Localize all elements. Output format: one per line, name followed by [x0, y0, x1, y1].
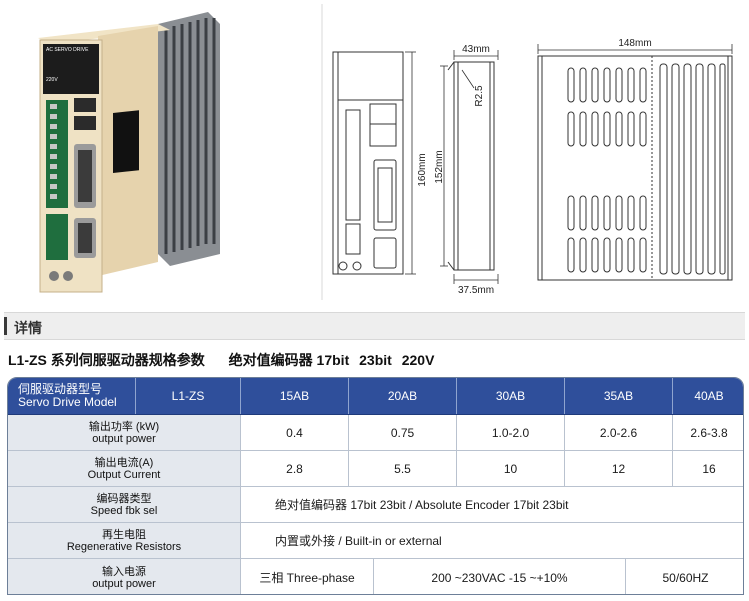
- header-model-30ab: 30AB: [457, 378, 565, 414]
- dim-radius: R2.5: [474, 85, 485, 107]
- dim-depth-bottom: 37.5mm: [458, 285, 494, 296]
- table-row-input-power: 输入电源 output power 三相 Three-phase 200 ~23…: [8, 559, 743, 594]
- voltage-label: 220V: [46, 77, 58, 83]
- dim-height-front: 160mm: [417, 153, 428, 186]
- table-cell: 2.6-3.8: [690, 425, 728, 440]
- front-label: AC SERVO DRIVE: [46, 47, 89, 53]
- header-model-40ab: 40AB: [694, 389, 724, 403]
- table-row-output-current: 输出电流(A) Output Current 2.8 5.5 10 12 16: [8, 451, 743, 487]
- table-cell: 内置或外接 / Built-in or external: [275, 533, 442, 548]
- table-cell: 2.8: [241, 451, 349, 486]
- table-header-row: 伺服驱动器型号 Servo Drive Model L1-ZS 15AB 20A…: [8, 378, 743, 415]
- table-cell: 16: [702, 461, 716, 476]
- table-cell: 1.0-2.0: [457, 415, 565, 450]
- table-cell: 0.75: [349, 415, 457, 450]
- section-title: 详情: [14, 320, 42, 336]
- row-label: 编码器类型 Speed fbk sel: [8, 487, 241, 522]
- section-header-bar: [4, 312, 745, 340]
- dim-length-top: 148mm: [618, 38, 651, 49]
- section-marker: [4, 317, 7, 335]
- row-label: 输出功率 (kW) output power: [8, 415, 241, 450]
- table-cell: 50/60HZ: [662, 570, 709, 585]
- table-cell: 2.0-2.6: [565, 415, 673, 450]
- table-cell: 0.4: [241, 415, 349, 450]
- table-cell: 绝对值编码器 17bit 23bit / Absolute Encoder 17…: [275, 497, 569, 512]
- table-row-output-power: 输出功率 (kW) output power 0.4 0.75 1.0-2.0 …: [8, 415, 743, 451]
- row-label: 输入电源 output power: [8, 559, 241, 594]
- dimension-drawings: 160mm 43mm R2.5 152mm 37.5mm: [321, 4, 733, 300]
- header-model-15ab: 15AB: [241, 378, 349, 414]
- row-label: 再生电阻 Regenerative Resistors: [8, 523, 241, 558]
- table-cell: 5.5: [349, 451, 457, 486]
- table-cell: 三相 Three-phase: [241, 559, 374, 594]
- header-model-20ab: 20AB: [349, 378, 457, 414]
- product-illustration-area: AC SERVO DRIVE 220V: [38, 4, 733, 300]
- dim-width-side: 43mm: [462, 44, 490, 55]
- table-row-regen-resistor: 再生电阻 Regenerative Resistors 内置或外接 / Buil…: [8, 523, 743, 559]
- header-model-35ab: 35AB: [565, 378, 673, 414]
- header-series: L1-ZS: [136, 378, 241, 414]
- table-row-encoder: 编码器类型 Speed fbk sel 绝对值编码器 17bit 23bit /…: [8, 487, 743, 523]
- header-model-label: 伺服驱动器型号 Servo Drive Model: [8, 378, 136, 414]
- servo-drive-photo: AC SERVO DRIVE 220V: [38, 12, 220, 293]
- table-cell: 200 ~230VAC -15 ~+10%: [374, 559, 626, 594]
- table-cell: 10: [457, 451, 565, 486]
- dim-height-side: 152mm: [434, 150, 445, 183]
- spec-title: L1-ZS 系列伺服驱动器规格参数 绝对值编码器 17bit 23bit 220…: [8, 352, 435, 368]
- table-cell: 12: [565, 451, 673, 486]
- row-label: 输出电流(A) Output Current: [8, 451, 241, 486]
- spec-table: 伺服驱动器型号 Servo Drive Model L1-ZS 15AB 20A…: [7, 377, 744, 595]
